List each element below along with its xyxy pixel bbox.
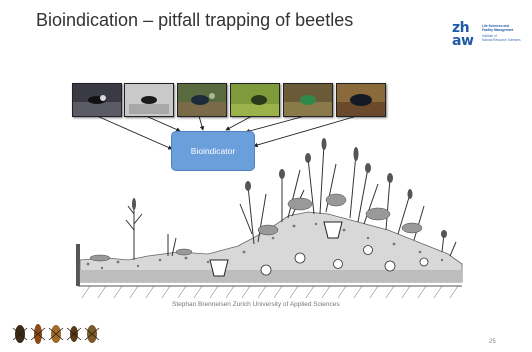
- arrow-5: [246, 116, 305, 132]
- arrow-2: [146, 116, 180, 131]
- arrow-3: [199, 116, 203, 130]
- page-number: 25: [489, 339, 496, 345]
- image-credit: Stephan Brenneisen Zurich University of …: [172, 301, 340, 308]
- pitfall-landscape-illustration: [68, 134, 464, 300]
- beetle-specimens-icon: [10, 318, 110, 350]
- beetle-photo-4-icon: [230, 83, 280, 117]
- arrow-4: [226, 116, 252, 130]
- beetle-photo-6-icon: [336, 83, 386, 117]
- beetle-photo-1-icon: [72, 83, 122, 117]
- beetle-photo-2-icon: [124, 83, 174, 117]
- beetle-photo-row: [72, 83, 382, 117]
- beetle-photo-3-icon: [177, 83, 227, 117]
- beetle-photo-5-icon: [283, 83, 333, 117]
